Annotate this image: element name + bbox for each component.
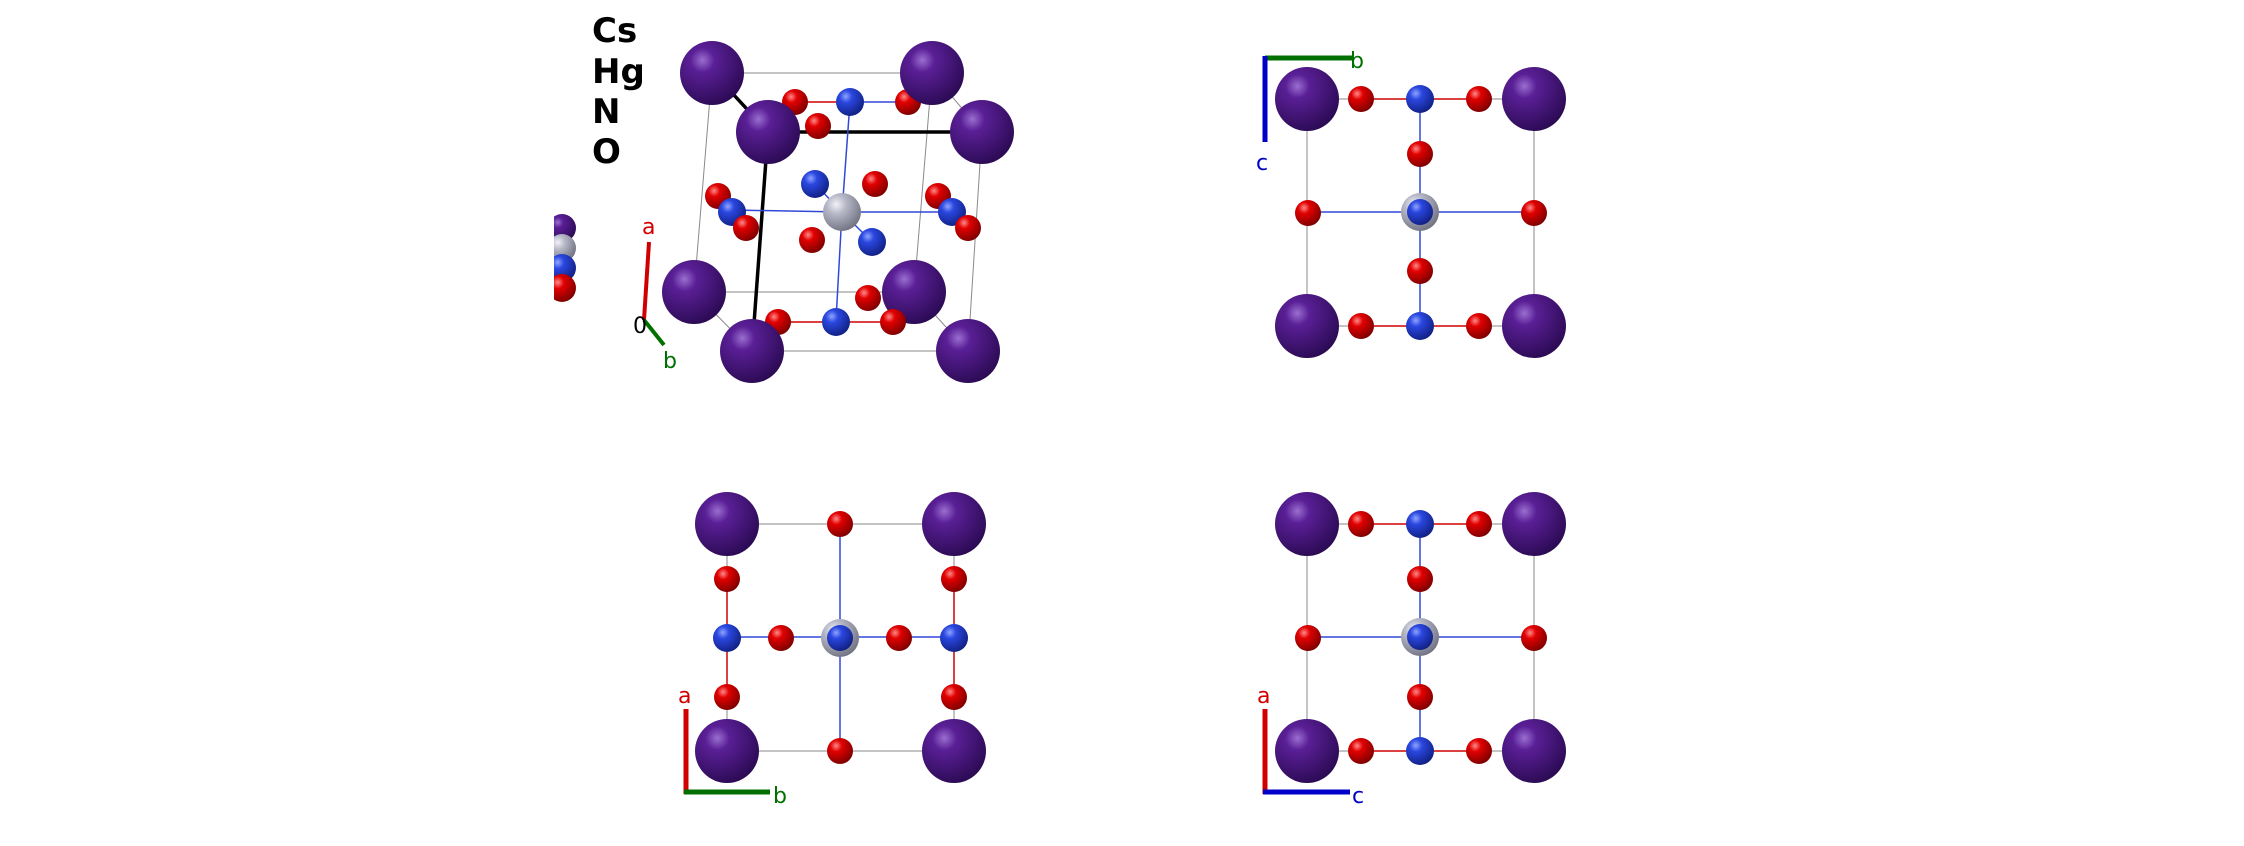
axis-label-vertical: c	[1256, 151, 1268, 176]
atom-o	[1466, 511, 1492, 537]
atom-o	[880, 309, 906, 335]
axis-indicator-ac: a c	[1257, 684, 1364, 809]
atom-cs	[882, 260, 946, 324]
atom-o	[1407, 141, 1433, 167]
atom-cs	[662, 260, 726, 324]
atom-o	[805, 113, 831, 139]
atom-o	[955, 215, 981, 241]
atom-cs	[720, 319, 784, 383]
atom-hg-partial	[548, 234, 576, 262]
atom-cs	[1502, 67, 1566, 131]
perspective-view: a b 0	[633, 41, 1014, 383]
atom-n	[801, 170, 829, 198]
atom-cs	[1502, 294, 1566, 358]
legend-label-o: O	[592, 132, 621, 172]
atom-o	[1466, 313, 1492, 339]
axis-label-vertical: a	[678, 684, 691, 709]
view-ab: a b	[678, 492, 986, 809]
atom-cs	[950, 100, 1014, 164]
axis-indicator-bc: b c	[1256, 49, 1364, 176]
atom-o	[862, 171, 888, 197]
axis-indicator-ab: a b	[678, 684, 787, 809]
atom-o	[714, 684, 740, 710]
atom-cs-partial	[548, 214, 576, 242]
atom-o	[1348, 511, 1374, 537]
atom-o	[1407, 258, 1433, 284]
atom-cs	[900, 41, 964, 105]
atom-o	[1466, 738, 1492, 764]
atom-o	[1521, 200, 1547, 226]
atom-o	[941, 566, 967, 592]
atom-hg	[823, 193, 861, 231]
atom-o	[1348, 738, 1374, 764]
atom-o	[1348, 86, 1374, 112]
atom-n	[940, 624, 968, 652]
atom-o	[1521, 625, 1547, 651]
atom-cs	[1502, 719, 1566, 783]
atom-o	[827, 738, 853, 764]
atom-cs	[695, 719, 759, 783]
atom-o	[1348, 313, 1374, 339]
atom-cs	[922, 492, 986, 556]
atom-o	[1407, 566, 1433, 592]
axis-label-horizontal: c	[1352, 784, 1364, 809]
atom-cs	[1275, 492, 1339, 556]
atom-n-partial	[548, 254, 576, 282]
element-legend: Cs Hg N O	[592, 11, 645, 172]
atom-n	[1407, 624, 1433, 650]
atom-o	[941, 684, 967, 710]
atom-o	[1295, 200, 1321, 226]
atom-n	[827, 625, 853, 651]
atom-cs	[936, 319, 1000, 383]
atom-o	[714, 566, 740, 592]
atom-cs	[695, 492, 759, 556]
atom-cs	[922, 719, 986, 783]
axis-label-a: a	[642, 215, 655, 240]
legend-label-cs: Cs	[592, 11, 637, 51]
atom-o	[827, 511, 853, 537]
atom-n	[1407, 199, 1433, 225]
atom-o	[799, 227, 825, 253]
view-ac: a c	[1257, 492, 1566, 809]
atom-n	[1406, 737, 1434, 765]
atom-o	[1466, 86, 1492, 112]
axis-label-horizontal: b	[773, 784, 787, 809]
atom-cs	[1275, 719, 1339, 783]
atom-o	[855, 285, 881, 311]
atom-o	[1295, 625, 1321, 651]
atom-o-partial	[548, 274, 576, 302]
atom-o	[733, 215, 759, 241]
atom-n	[713, 624, 741, 652]
edge-atom-stack	[540, 205, 576, 305]
axis-label-vertical: a	[1257, 684, 1270, 709]
legend-label-n: N	[592, 92, 620, 132]
atom-n	[836, 88, 864, 116]
view-bc: b c	[1256, 49, 1566, 358]
atom-cs	[1502, 492, 1566, 556]
atom-o	[1407, 684, 1433, 710]
atom-n	[1406, 312, 1434, 340]
axis-label-b: b	[663, 349, 677, 374]
axis-label-horizontal: b	[1350, 49, 1364, 74]
atom-cs	[1275, 294, 1339, 358]
atom-n	[1406, 510, 1434, 538]
legend-label-hg: Hg	[592, 52, 645, 92]
atom-n	[822, 308, 850, 336]
atom-o	[886, 625, 912, 651]
atom-n	[1406, 85, 1434, 113]
atom-n	[858, 228, 886, 256]
atom-cs	[1275, 67, 1339, 131]
atom-o	[768, 625, 794, 651]
axis-indicator-perspective: a b 0	[633, 215, 677, 374]
atom-cs	[736, 100, 800, 164]
axis-label-origin: 0	[633, 314, 647, 339]
atom-cs	[680, 41, 744, 105]
